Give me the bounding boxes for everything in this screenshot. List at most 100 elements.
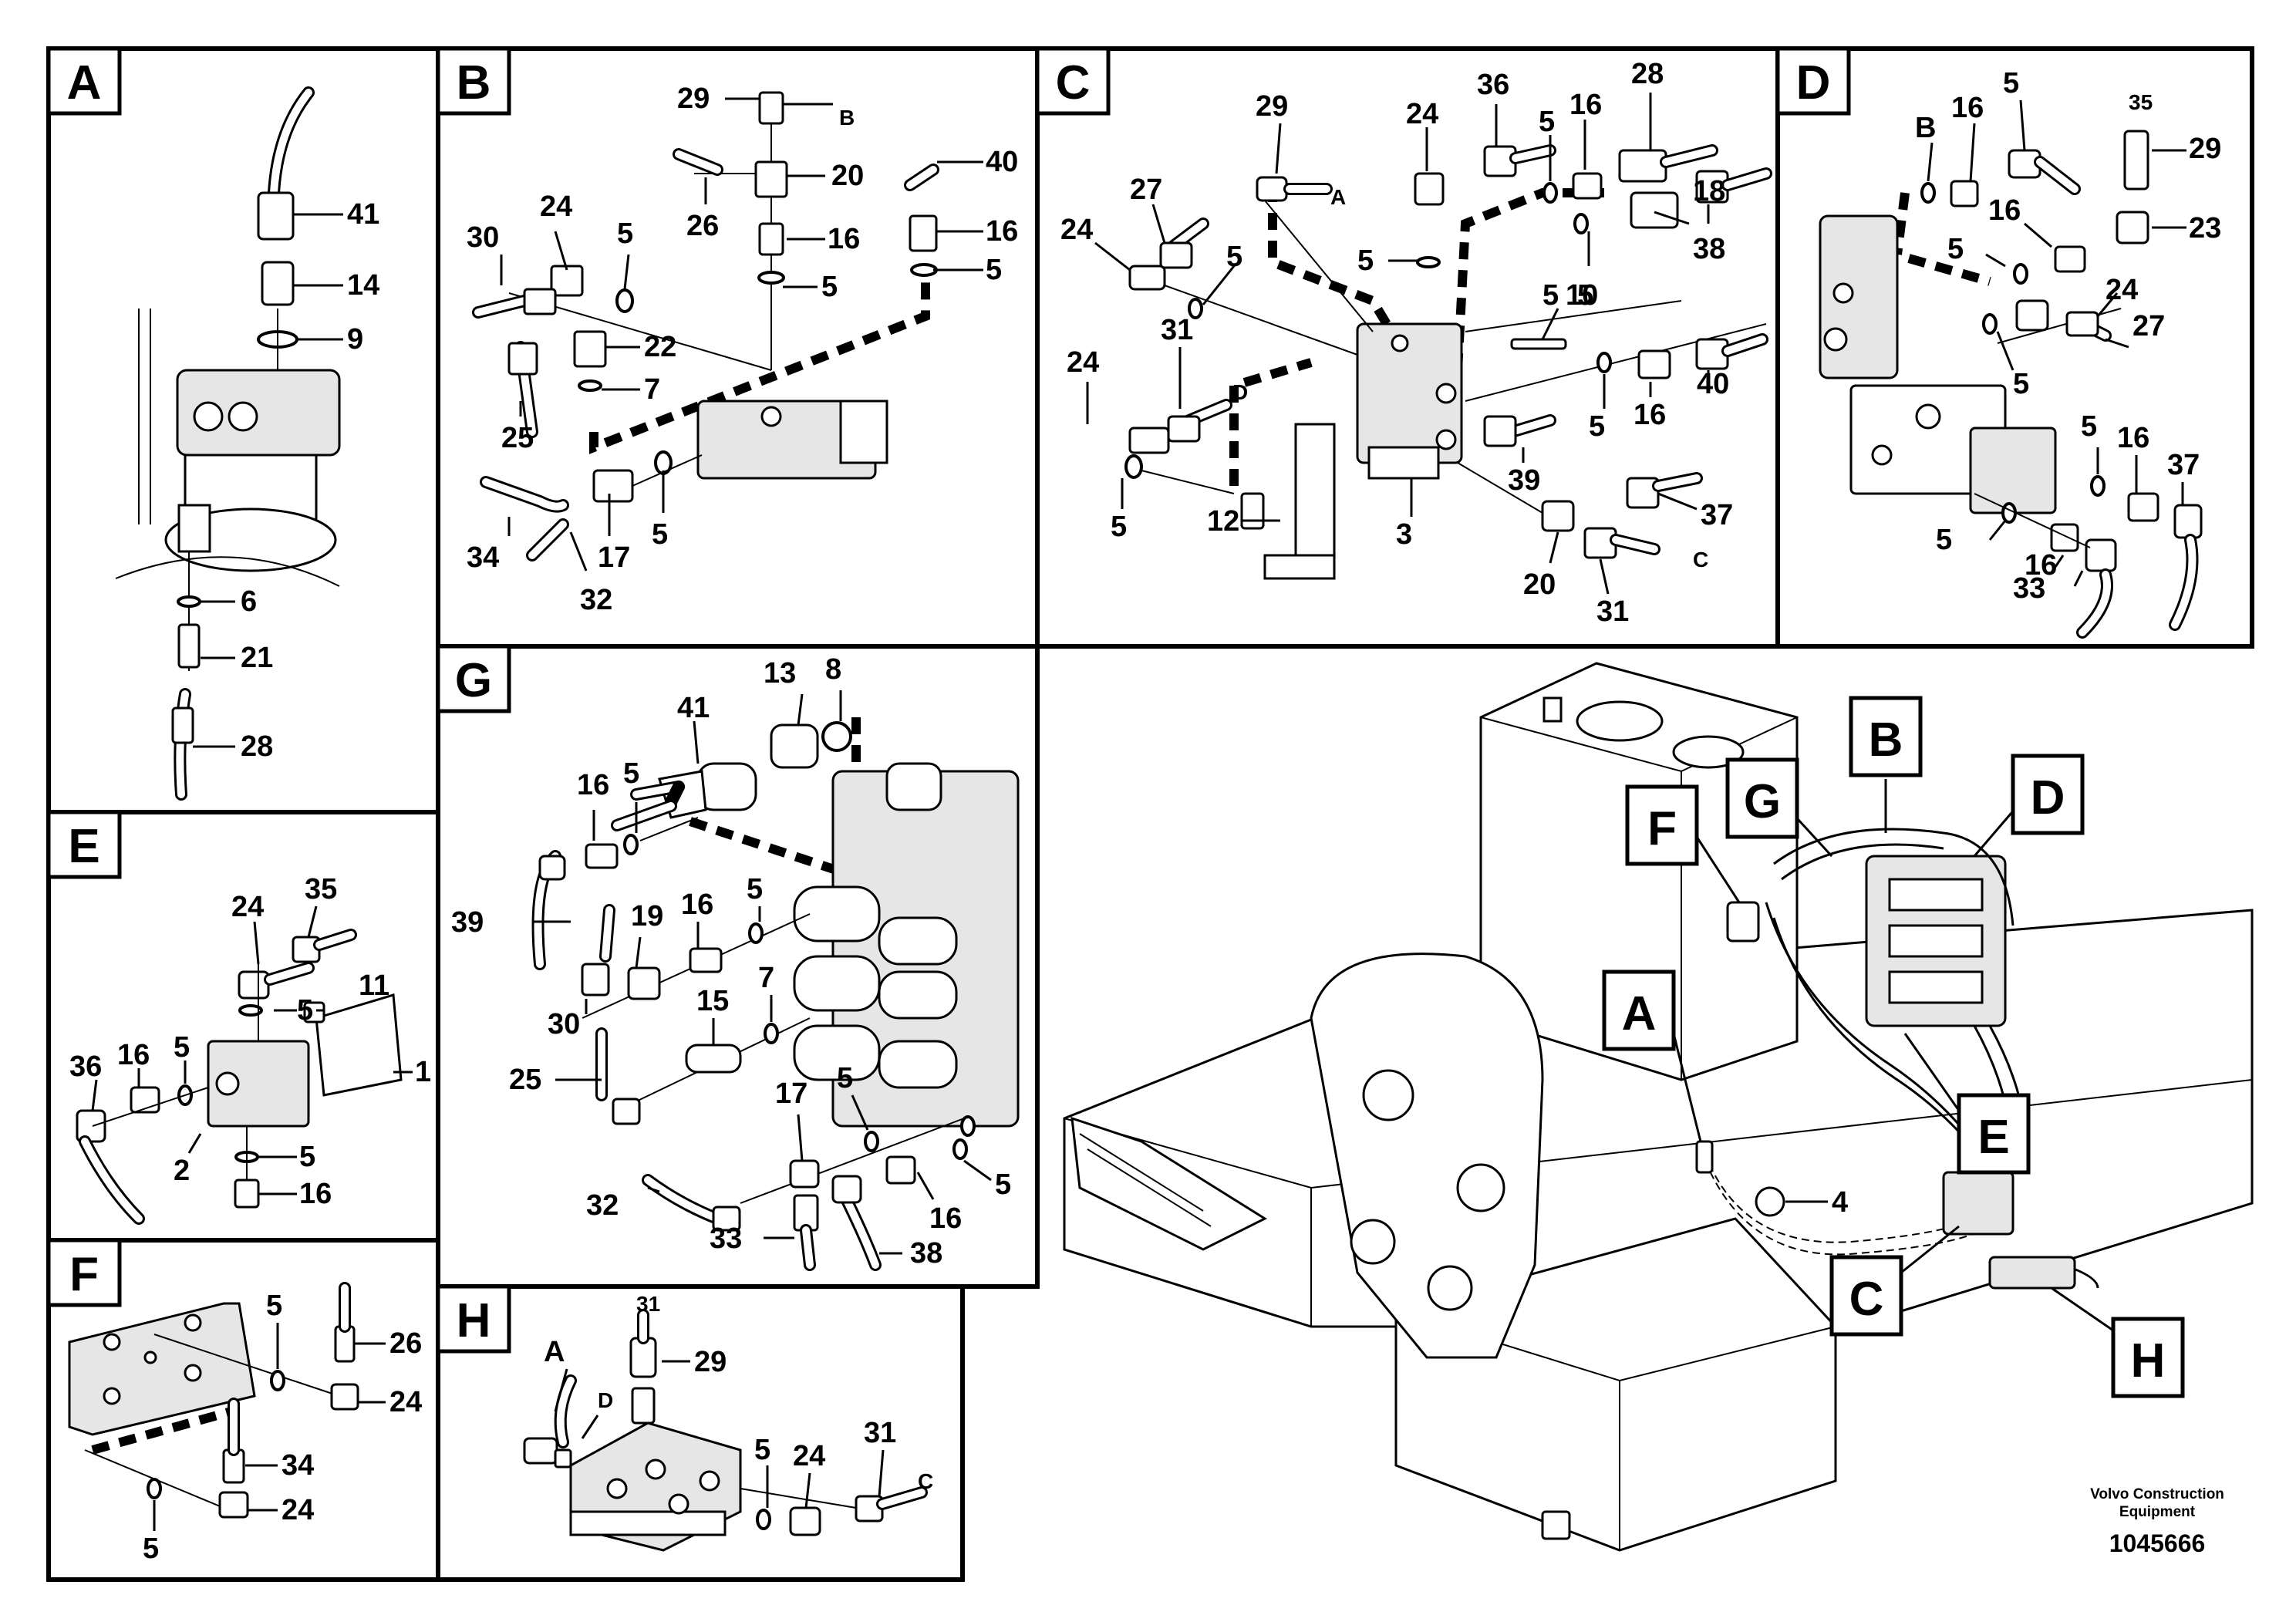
part-number-label: 24: [540, 191, 572, 223]
panel-tag-label: F: [69, 1248, 99, 1301]
part-number-label: 35: [2129, 90, 2153, 114]
part-number-label: 16: [1951, 92, 1984, 124]
part-number-label: B: [839, 106, 855, 130]
panel-b-tag: B: [436, 46, 511, 116]
part-number-label: 31: [1596, 595, 1629, 628]
part-number-label: 5: [1936, 524, 1952, 556]
panel-g-drawing: 13 8 41 16 5 39 5 16 19 30 15 7 25 17 5 …: [451, 653, 1020, 1271]
callout-label: 4: [1832, 1186, 1848, 1219]
part-number-label: 39: [1508, 464, 1540, 497]
callout-label: H: [2131, 1334, 2166, 1388]
callout-label: E: [1977, 1111, 2009, 1164]
part-number-label: 24: [282, 1494, 314, 1526]
panel-e-tag: E: [46, 810, 122, 879]
part-number-label: 5: [1542, 279, 1559, 312]
part-number-label: 5: [297, 994, 313, 1027]
panel-h-drawing: A 31 29 D 5 24 31 C: [523, 1292, 933, 1552]
part-number-label: 5: [174, 1031, 190, 1064]
part-number-label: 24: [1067, 346, 1099, 379]
part-number-label: 20: [1523, 568, 1556, 601]
part-number-label: 33: [710, 1222, 742, 1255]
callout-a[interactable]: A: [1602, 969, 1702, 1142]
callout-h[interactable]: H: [2051, 1286, 2185, 1398]
part-number-label: 8: [825, 653, 841, 686]
part-number-label: 18: [1693, 175, 1725, 207]
part-number-label: 5: [1947, 233, 1964, 265]
part-number-label: 5: [652, 518, 668, 551]
part-number-label: 10: [1566, 279, 1598, 312]
callout-label: B: [1869, 713, 1903, 767]
part-number-label: 5: [266, 1290, 282, 1322]
part-number-label: 9: [347, 323, 363, 356]
part-number-label: 36: [69, 1050, 102, 1083]
callout-f[interactable]: F: [1625, 784, 1741, 903]
part-number-label: 19: [631, 900, 663, 932]
callout-c[interactable]: C: [1829, 1225, 1960, 1337]
part-number-label: 25: [509, 1064, 541, 1096]
callout-b[interactable]: B: [1849, 696, 1923, 833]
part-number-label: 15: [696, 985, 729, 1017]
part-number-label: 31: [1161, 314, 1193, 346]
part-number-label: 16: [929, 1202, 962, 1235]
part-number-label: 17: [598, 541, 630, 574]
part-number-label: 24: [389, 1386, 422, 1418]
part-number-label: C: [1693, 548, 1708, 572]
part-number-label: 7: [644, 373, 660, 406]
part-number-label: 33: [2013, 572, 2045, 605]
part-number-label: 5: [837, 1062, 853, 1094]
part-number-label: 28: [1631, 58, 1664, 90]
part-number-label: 40: [1697, 368, 1729, 400]
callout-label: A: [1622, 987, 1657, 1040]
part-number-label: 7: [758, 962, 774, 994]
part-number-label: 3: [1396, 518, 1412, 551]
panel-tag-label: B: [457, 56, 491, 110]
part-number-label: 5: [986, 254, 1002, 286]
panel-tag-label: G: [455, 654, 492, 707]
part-number-label: 6: [241, 585, 257, 618]
panel-tag-label: E: [68, 820, 99, 873]
part-number-label: 38: [1693, 233, 1725, 265]
panel-tag-label: A: [67, 56, 102, 110]
part-number-label: 27: [2132, 310, 2165, 342]
part-number-label: 24: [231, 891, 264, 923]
part-number-label: 37: [1701, 499, 1733, 531]
panel-tag-label: C: [1056, 56, 1091, 110]
panel-a-tag: A: [46, 46, 122, 116]
part-number-label: 16: [577, 769, 609, 801]
panel-f-tag: F: [46, 1238, 122, 1307]
part-number-label: 2: [174, 1155, 190, 1187]
part-number-label: 14: [347, 269, 379, 302]
part-number-label: 30: [467, 221, 499, 254]
callout-label: G: [1744, 775, 1781, 828]
part-number-label: 5: [1589, 410, 1605, 443]
part-number-label: 5: [2081, 410, 2097, 443]
part-number-label: 5: [1111, 511, 1127, 543]
part-number-label: C: [918, 1469, 933, 1493]
part-number-label: 25: [501, 422, 534, 454]
panel-c-tag: C: [1035, 46, 1111, 116]
part-number-label: 34: [282, 1449, 314, 1482]
part-number-label: 20: [831, 160, 864, 192]
part-number-label: 23: [2189, 212, 2221, 244]
part-number-label: 5: [617, 218, 633, 250]
part-number-label: 41: [347, 198, 379, 231]
panel-tag-label: D: [1796, 56, 1831, 110]
part-number-label: 29: [2189, 133, 2221, 165]
part-number-label: 34: [467, 541, 499, 574]
callout-e[interactable]: E: [1903, 1033, 2031, 1175]
callout-g[interactable]: G: [1725, 757, 1833, 858]
part-number-label: 5: [1226, 241, 1242, 273]
callout-d[interactable]: D: [1973, 754, 2085, 857]
part-number-label: 16: [1633, 399, 1666, 431]
part-number-label: 13: [764, 657, 796, 690]
part-number-label: 37: [2167, 449, 2200, 481]
callout-label: D: [2031, 771, 2065, 824]
brand-line1: Volvo Construction: [2090, 1486, 2224, 1502]
panel-g-tag: G: [436, 644, 511, 713]
panel-d-drawing: B 35 16 5 29 16 5 23 24 27 5 5 16 37 5 1…: [1819, 67, 2221, 639]
part-number-label: 16: [986, 215, 1018, 248]
part-number-label: 36: [1477, 69, 1509, 101]
part-number-label: 24: [1060, 214, 1093, 246]
part-number-label: 16: [1988, 194, 2021, 227]
part-number-label: 17: [775, 1077, 807, 1110]
